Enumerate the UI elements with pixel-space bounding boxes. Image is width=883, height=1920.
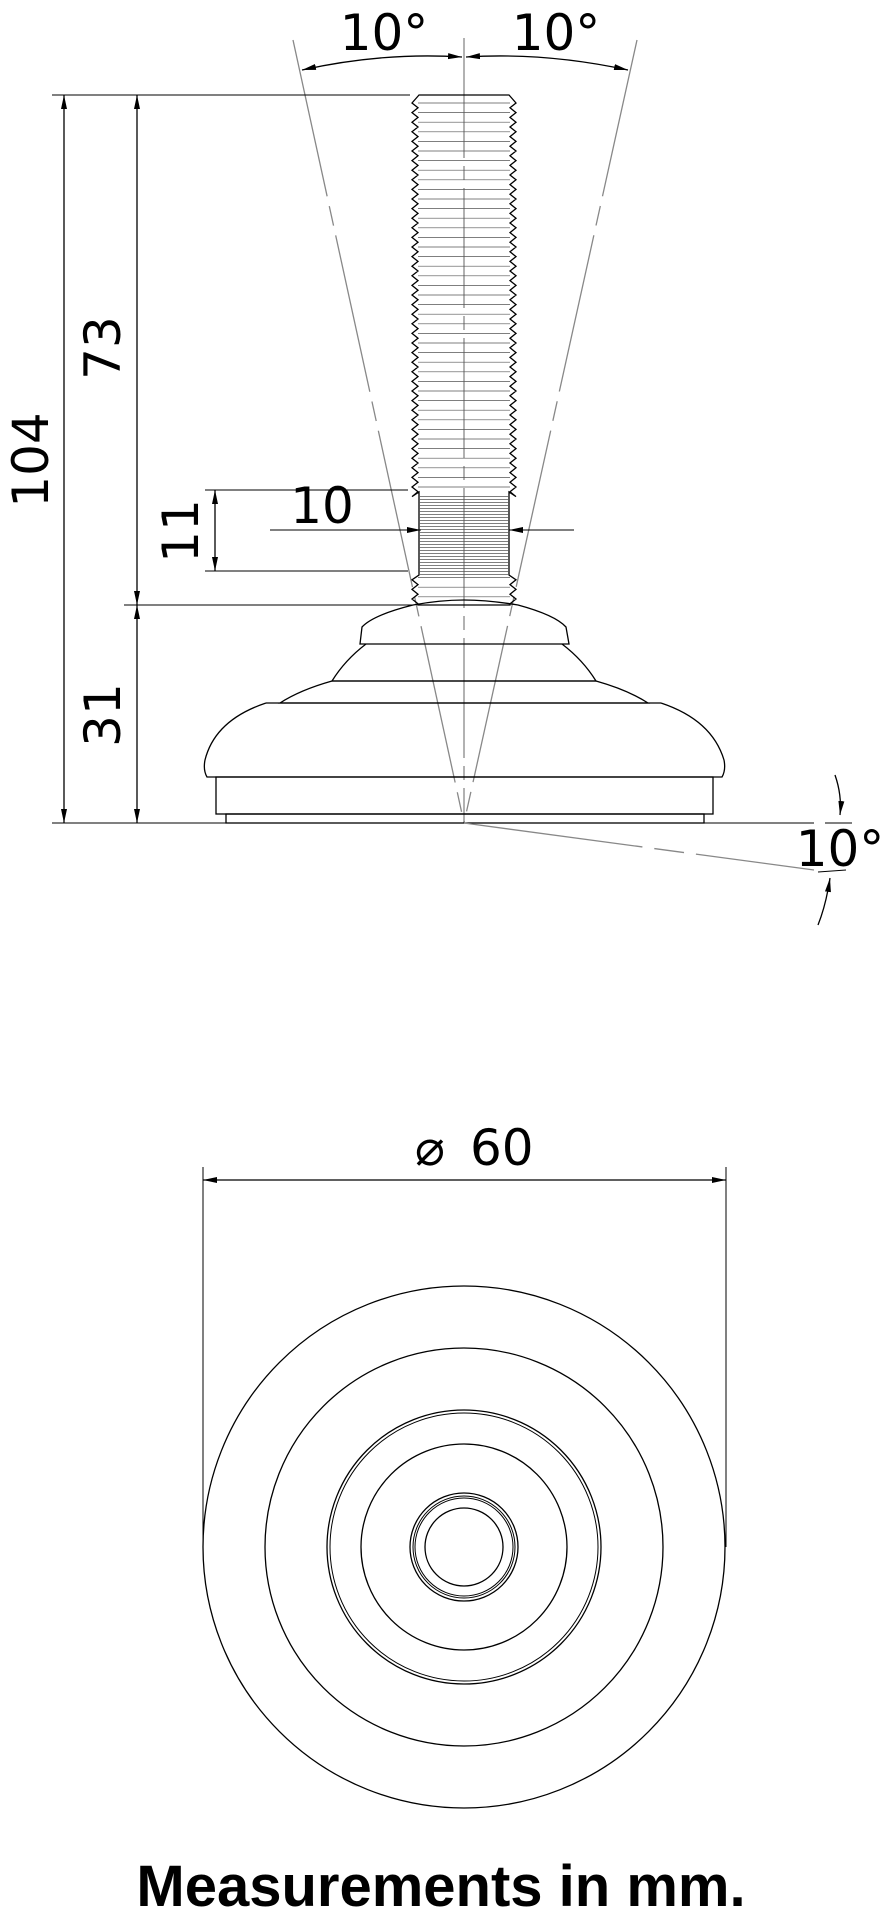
stud-length-label: 73 [74, 316, 132, 380]
stud-outline [410, 94, 518, 606]
tilt-arc-left [301, 53, 463, 71]
base-tilt-label: 10° [796, 820, 883, 878]
tilt-left-label: 10° [340, 4, 429, 62]
bottom-view: ⌀ 60 [202, 1119, 727, 1809]
thread-diameter-label: 10 [290, 477, 354, 535]
diameter-symbol: ⌀ [415, 1119, 445, 1177]
tilt-arc-right [465, 53, 629, 71]
tilt-line-left [292, 39, 465, 824]
overall-height-label: 104 [2, 412, 60, 507]
base-height-label: 31 [74, 683, 132, 747]
side-view: 10° 10° 104 73 31 11 [2, 4, 883, 926]
threaded-stud [410, 94, 518, 606]
smooth-section-label: 11 [152, 499, 210, 563]
base-tilt-line [463, 822, 815, 871]
tilt-line-right [463, 39, 638, 824]
diameter-label: 60 [470, 1119, 534, 1177]
measurement-units-note: Measurements in mm. [136, 1854, 745, 1919]
tilt-right-label: 10° [512, 4, 601, 62]
